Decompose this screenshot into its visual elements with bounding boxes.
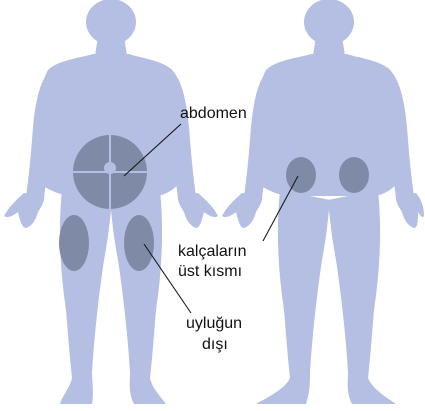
upper-buttocks-label-line2: üst kısmı <box>178 263 242 280</box>
back-body-figure <box>222 0 424 404</box>
back-right-hand <box>396 193 424 228</box>
back-right-leg <box>328 190 396 404</box>
back-torso <box>258 54 398 196</box>
outer-thigh-label-line1: uyluğun <box>186 315 242 332</box>
back-left-leg <box>256 190 330 404</box>
abdomen-label: abdomen <box>180 105 247 122</box>
back-right-buttock-zone <box>339 157 369 193</box>
outer-thigh-label-line2: dışı <box>202 336 228 353</box>
back-left-buttock-zone <box>286 157 316 193</box>
front-left-hand <box>4 193 44 228</box>
upper-buttocks-label-line1: kalçaların <box>178 243 246 260</box>
back-left-hand <box>222 193 262 228</box>
front-right-hand <box>178 193 218 228</box>
navel <box>104 162 116 174</box>
back-neck <box>313 36 345 56</box>
front-neck <box>95 36 127 56</box>
front-right-thigh-zone <box>124 215 154 271</box>
front-left-thigh-zone <box>59 215 89 271</box>
